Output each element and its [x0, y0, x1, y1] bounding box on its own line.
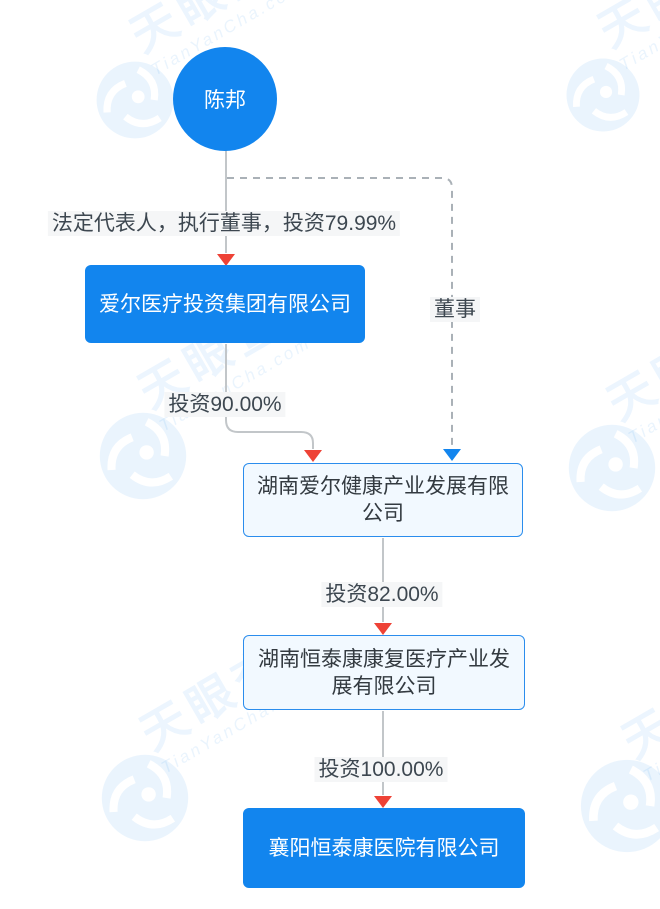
- person-node-label: 陈邦: [204, 89, 246, 112]
- company-node-label: 襄阳恒泰康医院有限公司: [268, 836, 500, 860]
- edge-label-investment-82: 投资82.00%: [321, 582, 443, 607]
- company-node-label: 湖南爱尔健康产业发展有限公司: [257, 475, 509, 525]
- arrowhead-red-icon: [374, 796, 392, 808]
- edge-label-investment-100: 投资100.00%: [314, 757, 448, 782]
- company-node-hunan-hengtaikang-rehab[interactable]: 湖南恒泰康康复医疗产业发展有限公司: [243, 635, 525, 710]
- arrowhead-red-icon: [217, 254, 235, 266]
- edge-line-person-to-company2: [227, 177, 453, 446]
- edge-label-investment-90: 投资90.00%: [164, 392, 286, 417]
- arrowhead-blue-icon: [443, 449, 461, 461]
- arrowhead-red-icon: [374, 623, 392, 635]
- company-node-xiangyang-hengtaikang-hospital[interactable]: 襄阳恒泰康医院有限公司: [243, 808, 525, 888]
- edge-label-legal-rep-investment: 法定代表人，执行董事，投资79.99%: [47, 211, 401, 236]
- company-node-label: 爱尔医疗投资集团有限公司: [99, 292, 351, 316]
- company-node-label: 湖南恒泰康康复医疗产业发展有限公司: [258, 647, 510, 698]
- company-node-aier-medical-group[interactable]: 爱尔医疗投资集团有限公司: [85, 265, 365, 343]
- edge-label-director: 董事: [430, 297, 480, 322]
- person-node[interactable]: 陈邦: [173, 47, 277, 151]
- arrowhead-red-icon: [304, 450, 322, 462]
- company-node-hunan-aier-health[interactable]: 湖南爱尔健康产业发展有限公司: [243, 463, 523, 537]
- edge-line-company1-to-company2: [225, 344, 314, 449]
